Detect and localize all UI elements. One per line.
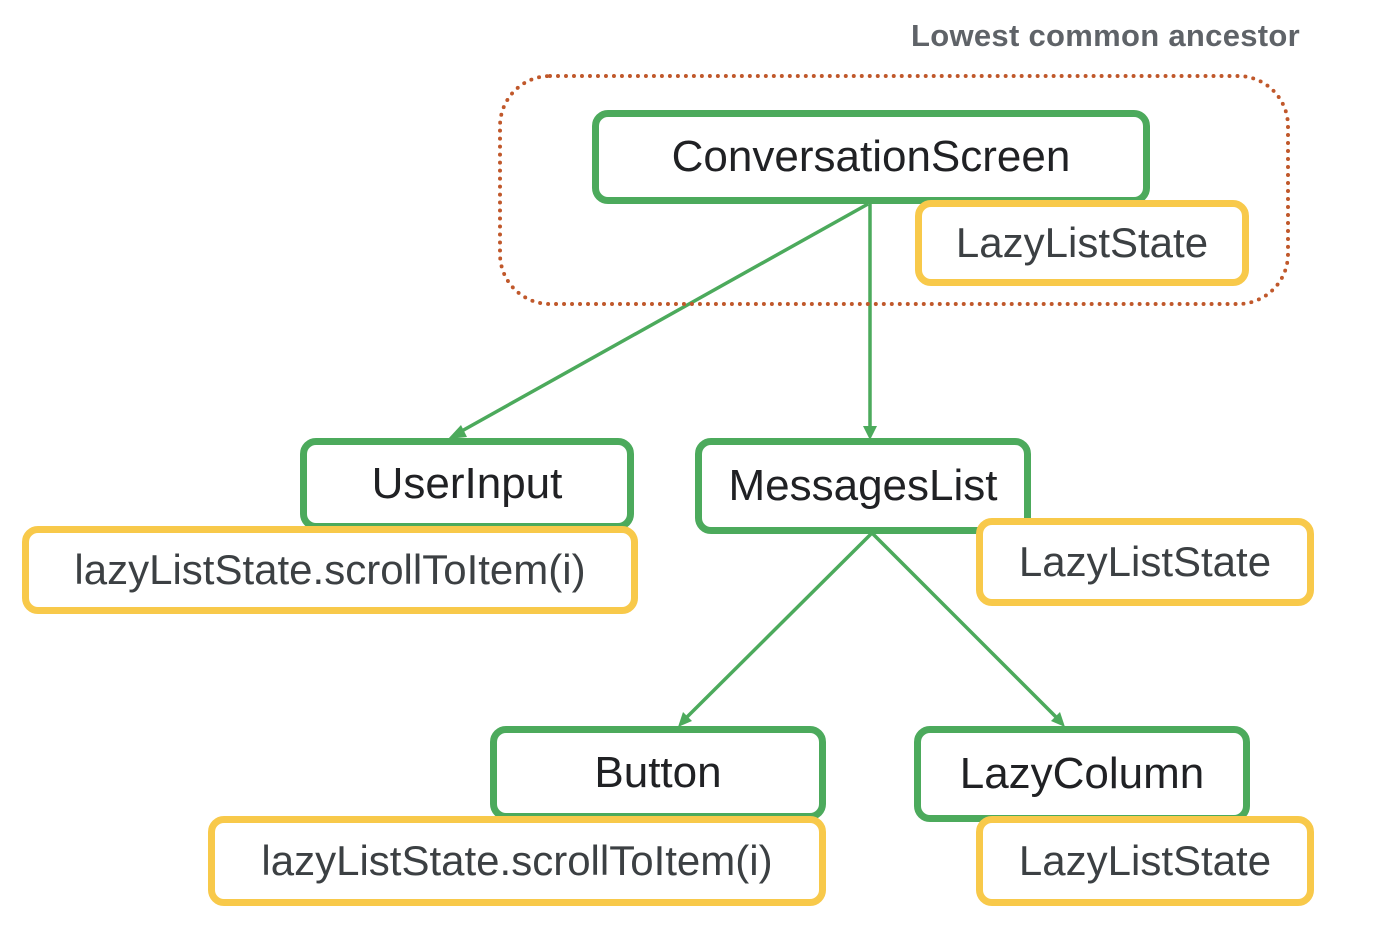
edge-conversation-screen-to-user-input — [459, 202, 869, 434]
node-lazy-column[interactable]: LazyColumn — [914, 726, 1250, 822]
node-messages-list[interactable]: MessagesList — [695, 438, 1031, 534]
node-user-input[interactable]: UserInput — [300, 438, 634, 530]
node-button[interactable]: Button — [490, 726, 826, 820]
arrowhead-user-input — [448, 425, 467, 439]
arrowhead-lazy-column — [1051, 712, 1065, 727]
state-messages-list: LazyListState — [976, 518, 1314, 606]
edge-messages-list-to-button — [684, 531, 874, 720]
state-conversation-screen: LazyListState — [915, 200, 1249, 286]
arrowhead-messages-list — [863, 426, 877, 440]
state-user-input: lazyListState.scrollToItem(i) — [22, 526, 638, 614]
lowest-common-ancestor-outline — [498, 74, 1290, 306]
edge-messages-list-to-lazy-column — [870, 531, 1059, 720]
state-lazy-column: LazyListState — [976, 816, 1314, 906]
lowest-common-ancestor-title: Lowest common ancestor — [910, 18, 1300, 53]
state-button: lazyListState.scrollToItem(i) — [208, 816, 826, 906]
arrowhead-button — [678, 712, 692, 727]
node-conversation-screen[interactable]: ConversationScreen — [592, 110, 1150, 204]
